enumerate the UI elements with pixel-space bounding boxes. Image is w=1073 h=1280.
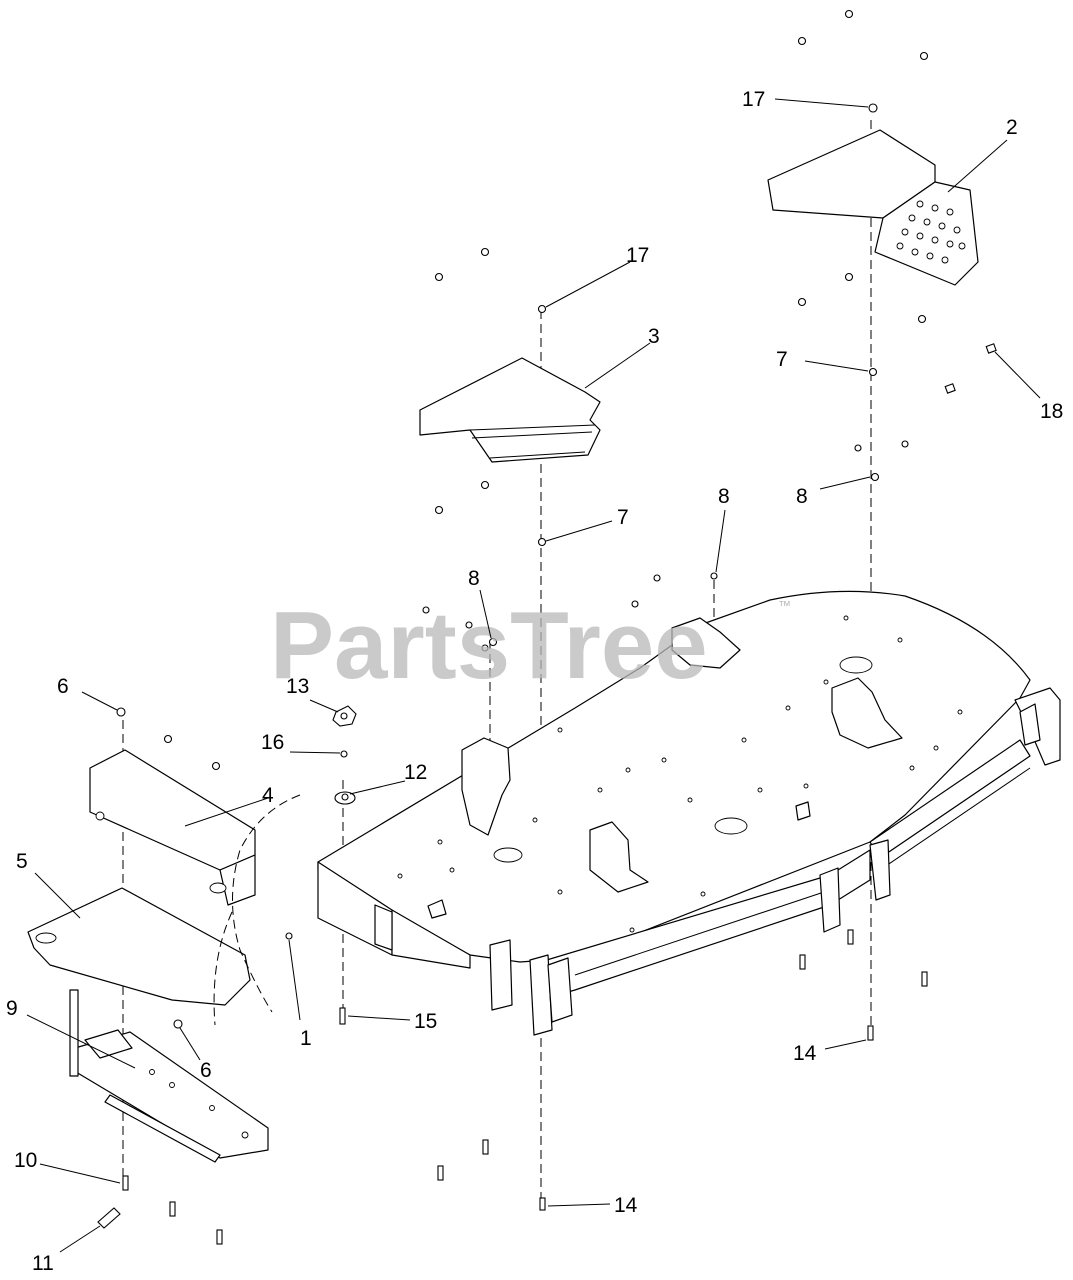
- callout-18: 18: [1040, 400, 1063, 423]
- callout-8-right: 8: [796, 485, 808, 508]
- callout-11: 11: [32, 1252, 54, 1275]
- shield-perforations: [896, 200, 966, 264]
- part-2-perforated-shield: [767, 129, 979, 286]
- callout-labels: 17 2 17 3 7 18 8 7 8 8 6 13 16 12 4 5 9 …: [6, 88, 1063, 1275]
- callout-17-top: 17: [742, 88, 765, 111]
- callout-6-top: 6: [57, 675, 69, 698]
- callout-17-middle: 17: [626, 244, 649, 267]
- callout-5: 5: [16, 850, 28, 873]
- callout-15: 15: [414, 1010, 437, 1033]
- leader-lines: [26, 98, 1041, 1253]
- watermark-trademark: ™: [778, 598, 791, 613]
- hardware-fasteners: [97, 9, 997, 1245]
- deck-holes: [397, 615, 963, 933]
- watermark: PartsTree ™: [270, 592, 791, 699]
- callout-1: 1: [300, 1027, 312, 1050]
- callout-14-right: 14: [793, 1042, 817, 1065]
- callout-16: 16: [261, 731, 284, 754]
- callout-9: 9: [6, 997, 18, 1020]
- callout-12: 12: [404, 761, 427, 784]
- callout-6-bottom: 6: [200, 1059, 212, 1082]
- part-5-lower-plate: [27, 887, 251, 1006]
- mower-deck: [317, 590, 1061, 1036]
- callout-4: 4: [262, 784, 274, 807]
- callout-2: 2: [1006, 116, 1018, 139]
- callout-13: 13: [286, 675, 309, 698]
- watermark-text: PartsTree: [270, 592, 708, 699]
- callout-14-bottom: 14: [614, 1194, 638, 1217]
- part-1-belt: [213, 794, 301, 1026]
- part-9-mounting-rail: [69, 989, 269, 1163]
- callout-10: 10: [14, 1149, 37, 1172]
- part-3-belt-cover: [419, 357, 601, 463]
- callout-8-left: 8: [468, 567, 480, 590]
- part-4-upper-bracket: [89, 749, 256, 906]
- callout-7-right: 7: [776, 348, 788, 371]
- callout-8-center: 8: [718, 485, 730, 508]
- callout-7-middle: 7: [617, 506, 629, 529]
- callout-3: 3: [648, 325, 660, 348]
